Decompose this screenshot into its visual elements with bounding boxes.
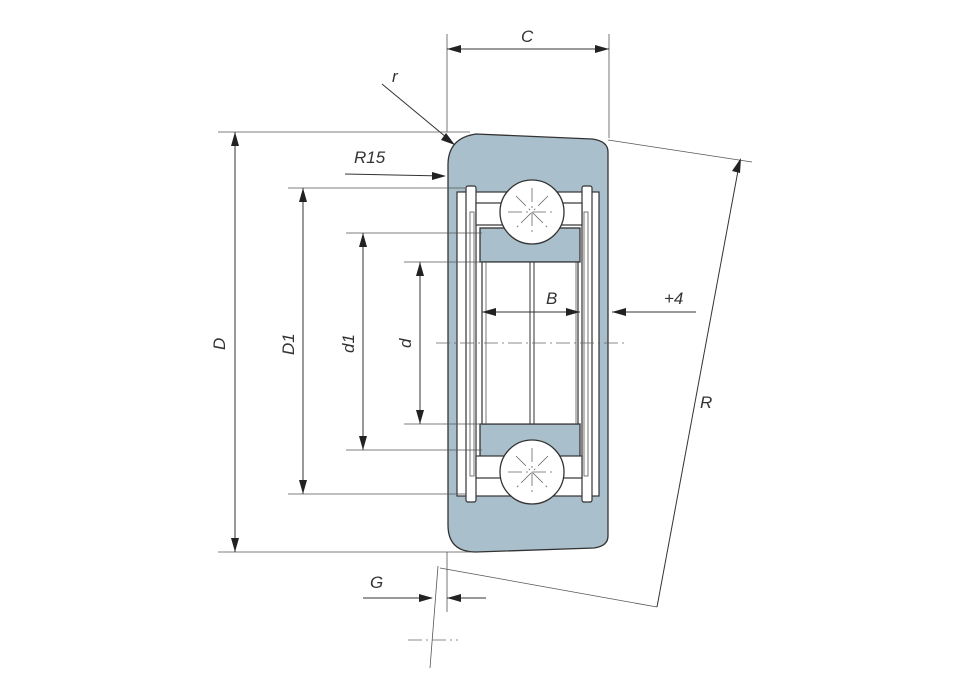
r-arrow xyxy=(441,133,455,145)
ball-bottom-center-marks xyxy=(508,448,556,496)
ball-top-center-marks xyxy=(508,188,556,236)
label-r: r xyxy=(392,67,399,86)
label-D1: D1 xyxy=(279,333,298,355)
D-arrow-top xyxy=(231,132,239,146)
R-ext-bottom xyxy=(439,567,658,608)
label-d1: d1 xyxy=(339,334,358,353)
d-arrow-top xyxy=(416,262,424,276)
G-arrow-left xyxy=(419,594,433,602)
label-c: C xyxy=(521,27,534,46)
r15-arrow xyxy=(432,172,446,180)
G-ext-tilted xyxy=(429,565,439,669)
right-shield xyxy=(581,185,593,503)
d1-arrow-top xyxy=(359,233,367,247)
label-R: R xyxy=(700,393,712,412)
R-arrow-top xyxy=(732,158,741,173)
G-arrow-right xyxy=(447,594,461,602)
plus4-arrow xyxy=(612,308,626,316)
B-arrow-right xyxy=(566,308,580,316)
left-shield xyxy=(465,185,477,503)
R-dim-line xyxy=(656,159,741,608)
label-D: D xyxy=(210,338,229,350)
label-d: d xyxy=(396,338,415,348)
c-arrow-right xyxy=(595,45,609,53)
D-arrow-bottom xyxy=(231,538,239,552)
r-leader xyxy=(381,83,453,143)
d-arrow-bottom xyxy=(416,410,424,424)
D1-arrow-bottom xyxy=(299,480,307,494)
D1-arrow-top xyxy=(299,188,307,202)
B-arrow-left xyxy=(482,308,496,316)
label-G: G xyxy=(370,573,383,592)
r15-leader xyxy=(344,173,445,177)
right-shield-inner xyxy=(583,211,589,477)
label-B: B xyxy=(546,289,557,308)
label-r15: R15 xyxy=(354,148,386,167)
label-plus4: +4 xyxy=(664,289,683,308)
left-shield-inner xyxy=(469,211,475,477)
d1-arrow-bottom xyxy=(359,436,367,450)
c-arrow-left xyxy=(447,45,461,53)
R-ext-top xyxy=(607,139,753,163)
